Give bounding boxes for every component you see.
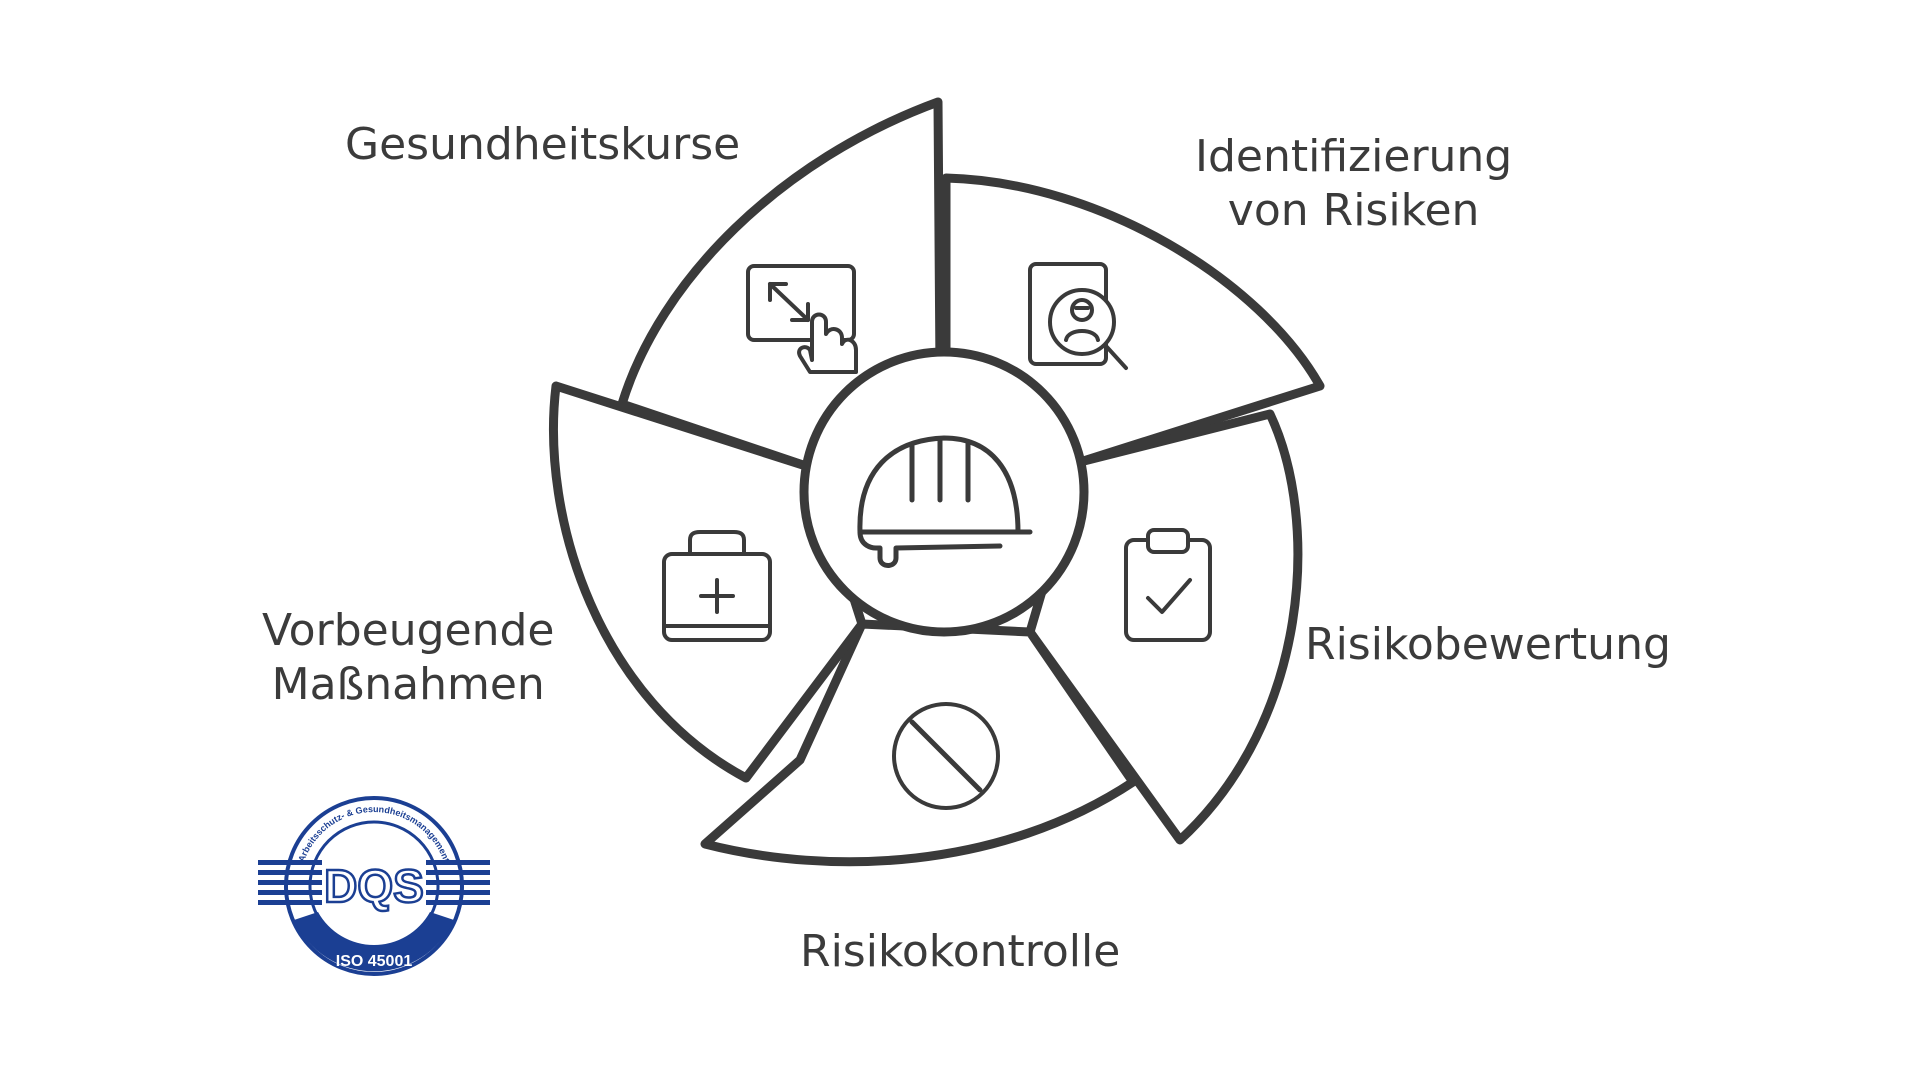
label-line: Vorbeugende [262, 605, 555, 656]
segment-risikobewertung [1025, 409, 1303, 845]
label-vorbeugende: Vorbeugende Maßnahmen [262, 604, 554, 712]
label-risikobewertung: Risikobewertung [1305, 618, 1671, 672]
segment-vorbeugende [549, 381, 867, 783]
touch-screen-expand-icon [746, 264, 858, 374]
label-line: Identifizierung [1195, 131, 1513, 182]
label-line: Maßnahmen [271, 659, 545, 710]
label-identifizierung: Identifizierung von Risiken [1195, 130, 1512, 238]
dqs-iso-45001-logo: DQS Arbeitsschutz- & Gesundheitsmanageme… [258, 796, 490, 976]
segment-risikokontrolle [700, 619, 1138, 867]
first-aid-kit-icon [662, 530, 772, 642]
label-line: Gesundheitskurse [345, 119, 741, 170]
label-gesundheitskurse: Gesundheitskurse [345, 118, 740, 172]
logo-brand: DQS [324, 860, 424, 912]
label-line: von Risiken [1227, 185, 1480, 236]
clipboard-check-icon [1124, 528, 1212, 642]
prohibition-icon [892, 702, 1000, 810]
hard-hat-icon [857, 435, 1033, 568]
center-circle [799, 347, 1089, 637]
person-search-icon [1028, 262, 1128, 370]
logo-standard: ISO 45001 [336, 953, 413, 970]
label-line: Risikobewertung [1305, 619, 1671, 670]
label-risikokontrolle: Risikokontrolle [800, 925, 1120, 979]
label-line: Risikokontrolle [800, 926, 1121, 977]
